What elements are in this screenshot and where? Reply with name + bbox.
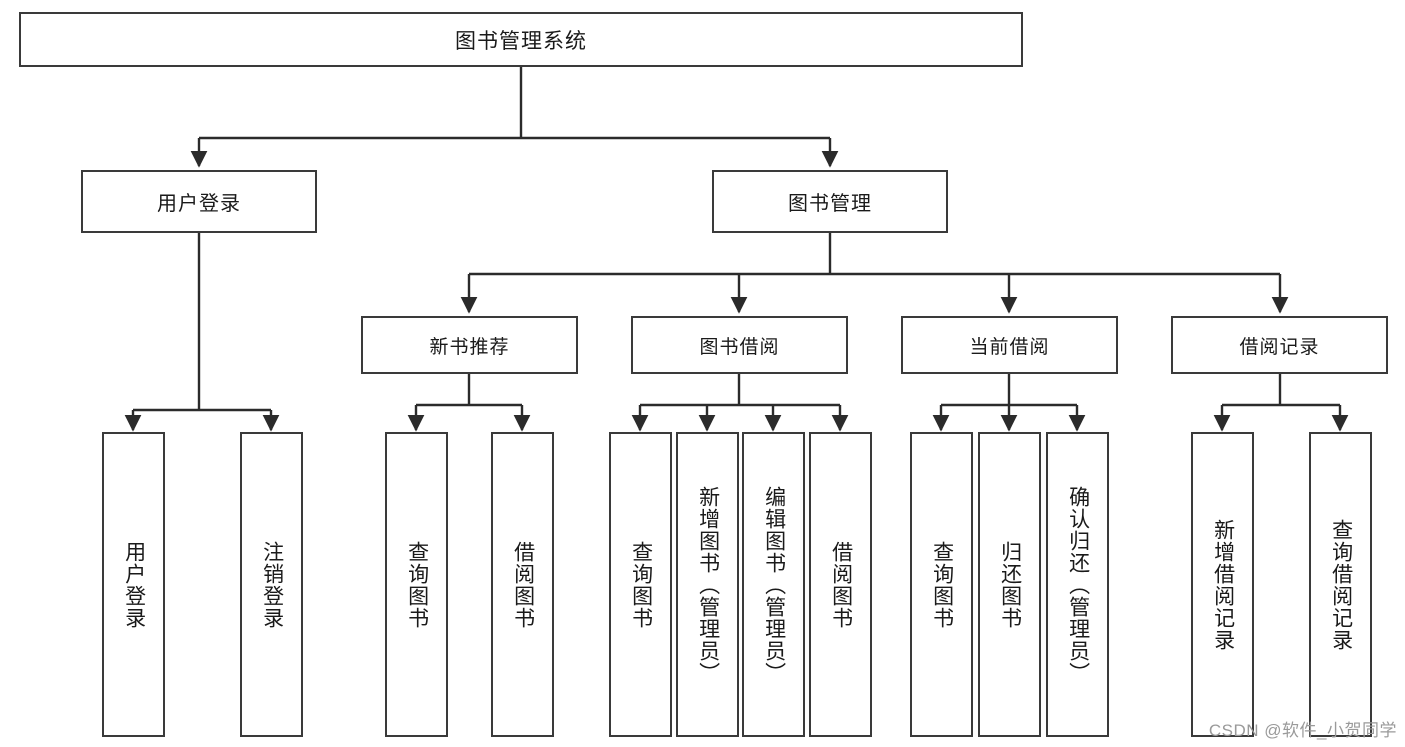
node-book-borrow-label: 图书借阅 (699, 336, 780, 358)
node-current-borrow[interactable]: 当前借阅 (901, 316, 1118, 374)
node-current-borrow-label: 当前借阅 (969, 336, 1050, 358)
node-user-login-label: 用户登录 (157, 193, 241, 215)
leaf-book-borrow-3[interactable]: 借阅图书 (809, 432, 872, 737)
leaf-borrow-record-0[interactable]: 新增借阅记录 (1191, 432, 1254, 737)
node-new-book-recommend[interactable]: 新书推荐 (361, 316, 578, 374)
leaf-book-borrow-2-label: 编辑图书（管理员） (762, 485, 786, 684)
node-root[interactable]: 图书管理系统 (19, 12, 1023, 67)
node-book-borrow[interactable]: 图书借阅 (631, 316, 848, 374)
leaf-current-borrow-1-label: 归还图书 (998, 540, 1022, 629)
node-borrow-record[interactable]: 借阅记录 (1171, 316, 1388, 374)
node-user-login[interactable]: 用户登录 (81, 170, 317, 233)
node-new-book-recommend-label: 新书推荐 (429, 336, 510, 358)
leaf-new-book-0[interactable]: 查询图书 (385, 432, 448, 737)
node-borrow-record-label: 借阅记录 (1239, 336, 1320, 358)
node-root-label: 图书管理系统 (455, 29, 587, 53)
leaf-user-login-1-label: 注销登录 (260, 540, 284, 629)
leaf-book-borrow-2[interactable]: 编辑图书（管理员） (742, 432, 805, 737)
leaf-book-borrow-0-label: 查询图书 (629, 540, 653, 629)
leaf-user-login-1[interactable]: 注销登录 (240, 432, 303, 737)
leaf-new-book-1[interactable]: 借阅图书 (491, 432, 554, 737)
leaf-borrow-record-1-label: 查询借阅记录 (1329, 518, 1353, 651)
leaf-borrow-record-1[interactable]: 查询借阅记录 (1309, 432, 1372, 737)
leaf-current-borrow-1[interactable]: 归还图书 (978, 432, 1041, 737)
csdn-watermark: CSDN @软件_小贺同学 (1208, 721, 1397, 740)
leaf-current-borrow-0[interactable]: 查询图书 (910, 432, 973, 737)
leaf-user-login-0-label: 用户登录 (122, 540, 146, 629)
node-book-manage[interactable]: 图书管理 (712, 170, 948, 233)
node-book-manage-label: 图书管理 (788, 193, 872, 215)
leaf-book-borrow-1[interactable]: 新增图书（管理员） (676, 432, 739, 737)
leaf-book-borrow-3-label: 借阅图书 (829, 540, 853, 629)
leaf-new-book-0-label: 查询图书 (405, 540, 429, 629)
leaf-current-borrow-2-label: 确认归还（管理员） (1066, 485, 1090, 684)
leaf-book-borrow-0[interactable]: 查询图书 (609, 432, 672, 737)
leaf-current-borrow-2[interactable]: 确认归还（管理员） (1046, 432, 1109, 737)
leaf-new-book-1-label: 借阅图书 (511, 540, 535, 629)
leaf-borrow-record-0-label: 新增借阅记录 (1211, 518, 1235, 651)
leaf-current-borrow-0-label: 查询图书 (930, 540, 954, 629)
leaf-user-login-0[interactable]: 用户登录 (102, 432, 165, 737)
leaf-book-borrow-1-label: 新增图书（管理员） (696, 485, 720, 684)
